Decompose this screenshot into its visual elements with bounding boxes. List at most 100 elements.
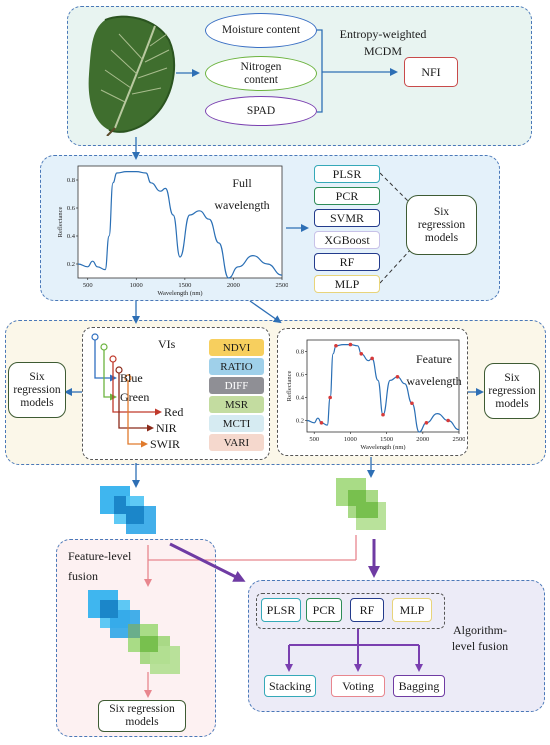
base-model-mlp-label: MLP bbox=[399, 603, 425, 617]
full-xlabel: Wavelength (nm) bbox=[157, 290, 202, 297]
full-ylabel: Reflectance bbox=[57, 207, 64, 238]
index-ndvi-label: NDVI bbox=[222, 341, 251, 354]
wavelength-feature-cubes bbox=[336, 478, 386, 530]
feature-feature-point bbox=[319, 421, 324, 425]
full-ytick-label: 0.6 bbox=[67, 205, 76, 212]
six-models-left-line-1: Six bbox=[29, 370, 45, 383]
fused-feature-cubes bbox=[88, 590, 180, 674]
model-xgboost: XGBoost bbox=[314, 231, 380, 249]
full-spectrum-line bbox=[77, 171, 283, 279]
mcdm-line-1: Entropy-weighted bbox=[339, 27, 427, 41]
six-models-left-line-3: models bbox=[20, 396, 54, 409]
model-plsr: PLSR bbox=[314, 165, 380, 183]
model-rf-label: RF bbox=[339, 255, 355, 269]
feature-spectrum-line bbox=[306, 344, 460, 433]
moisture-content-label: Moisture content bbox=[221, 24, 301, 36]
six-models-right-line-2: regression bbox=[488, 384, 536, 397]
feature-title-line-1: Feature bbox=[416, 352, 452, 366]
algorithm-fusion-title: Algorithm- level fusion bbox=[438, 622, 522, 654]
full-title-line-2: wavelength bbox=[214, 198, 270, 212]
band-red: Red bbox=[164, 405, 184, 419]
model-pcr-label: PCR bbox=[335, 189, 359, 203]
mcdm-line-2: MCDM bbox=[363, 44, 402, 58]
index-diff: DIFF bbox=[209, 377, 264, 394]
mcdm-label: Entropy-weighted MCDM bbox=[328, 26, 438, 60]
feature-ytick-label: 0.6 bbox=[296, 372, 305, 379]
feature-feature-point bbox=[381, 412, 385, 417]
feature-fusion-line-2: fusion bbox=[68, 569, 98, 583]
model-mlp-label: MLP bbox=[334, 277, 360, 291]
ensemble-voting: Voting bbox=[331, 675, 385, 697]
full-xtick-label: 2000 bbox=[227, 282, 240, 289]
feature-feature-point bbox=[410, 401, 414, 406]
model-plsr-label: PLSR bbox=[332, 167, 362, 181]
index-mcti: MCTI bbox=[209, 415, 264, 432]
model-pcr: PCR bbox=[314, 187, 380, 205]
full-ytick-label: 0.4 bbox=[67, 233, 76, 240]
feature-feature-point bbox=[446, 418, 450, 423]
fusion-models-line-1: Six regression bbox=[109, 703, 175, 715]
feature-feature-point bbox=[328, 395, 332, 400]
vis-title: VIs bbox=[158, 337, 176, 351]
base-model-plsr-label: PLSR bbox=[266, 603, 296, 617]
full-ytick-label: 0.8 bbox=[67, 177, 75, 184]
spad-ellipse: SPAD bbox=[205, 96, 317, 126]
feature-xtick-label: 2000 bbox=[416, 436, 429, 443]
feature-wavelength-title: Feature wavelength bbox=[402, 348, 466, 392]
base-model-plsr: PLSR bbox=[261, 598, 301, 622]
index-mcti-label: MCTI bbox=[222, 417, 251, 430]
feature-feature-point bbox=[334, 343, 338, 348]
index-vari: VARI bbox=[209, 434, 264, 451]
index-ratio-label: RATIO bbox=[220, 360, 253, 373]
feature-fusion-title: Feature-level fusion bbox=[68, 546, 131, 586]
full-wavelength-title: Full wavelength bbox=[212, 172, 272, 216]
feature-ylabel: Reflectance bbox=[286, 371, 293, 402]
ensemble-voting-label: Voting bbox=[342, 679, 374, 693]
full-ytick-label: 0.2 bbox=[67, 261, 75, 268]
ensemble-bagging-label: Bagging bbox=[398, 679, 440, 693]
index-diff-label: DIFF bbox=[224, 379, 249, 392]
ensemble-stacking: Stacking bbox=[264, 675, 316, 697]
moisture-content-ellipse: Moisture content bbox=[205, 13, 317, 48]
base-model-pcr: PCR bbox=[306, 598, 342, 622]
feature-xtick-label: 500 bbox=[309, 436, 319, 443]
feature-xtick-label: 2500 bbox=[453, 436, 466, 443]
full-xtick-label: 2500 bbox=[276, 282, 289, 289]
spad-label: SPAD bbox=[246, 104, 276, 117]
full-title-line-1: Full bbox=[232, 176, 252, 190]
band-blue: Blue bbox=[120, 371, 143, 385]
base-model-pcr-label: PCR bbox=[312, 603, 336, 617]
index-ndvi: NDVI bbox=[209, 339, 264, 356]
ensemble-stacking-label: Stacking bbox=[269, 679, 311, 693]
feature-xtick-label: 1500 bbox=[380, 436, 393, 443]
six-models-right-line-1: Six bbox=[504, 371, 520, 384]
feature-feature-point bbox=[395, 375, 400, 379]
six-models-right-line-3: models bbox=[495, 397, 529, 410]
nitrogen-content-label: Nitrogen content bbox=[240, 60, 282, 86]
feature-plot-area bbox=[306, 339, 460, 433]
model-mlp: MLP bbox=[314, 275, 380, 293]
vis-feature-cubes bbox=[100, 486, 156, 534]
base-model-mlp: MLP bbox=[392, 598, 432, 622]
index-msr-label: MSR bbox=[224, 398, 249, 411]
base-model-rf-label: RF bbox=[359, 603, 375, 617]
leaf-image bbox=[88, 15, 176, 136]
feature-fusion-line-1: Feature-level bbox=[68, 549, 132, 563]
band-swir: SWIR bbox=[150, 437, 180, 451]
index-vari-label: VARI bbox=[223, 436, 250, 449]
model-rf: RF bbox=[314, 253, 380, 271]
feature-feature-point bbox=[348, 342, 353, 347]
feature-ytick-label: 0.4 bbox=[296, 395, 305, 402]
six-regression-models-fusion: Six regression models bbox=[98, 700, 186, 732]
six-models-full-line-2: regression bbox=[417, 218, 466, 231]
feature-feature-point bbox=[359, 352, 364, 356]
algorithm-fusion-line-2: level fusion bbox=[451, 639, 509, 653]
six-regression-models-left: Six regression models bbox=[8, 362, 66, 418]
nfi-label: NFI bbox=[421, 65, 441, 79]
base-model-rf: RF bbox=[350, 598, 384, 622]
six-models-full-line-1: Six bbox=[433, 205, 450, 218]
six-regression-models-right: Six regression models bbox=[484, 363, 540, 419]
band-green: Green bbox=[120, 390, 150, 404]
